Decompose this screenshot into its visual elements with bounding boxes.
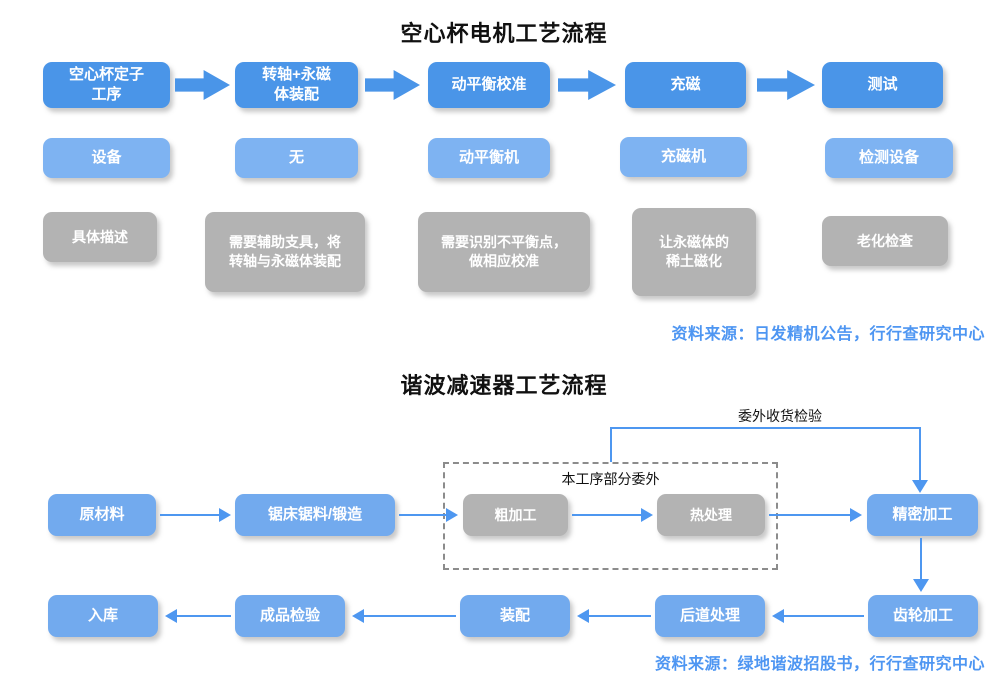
arrow-down-icon xyxy=(912,480,928,493)
block-arrow-icon xyxy=(558,70,616,100)
step-testing: 测试 xyxy=(822,62,943,108)
block-arrow-icon xyxy=(365,70,420,100)
step-magnetizing: 充磁 xyxy=(625,62,746,108)
node-sawing-forging: 锯床锯料/锻造 xyxy=(235,494,395,536)
connector-line xyxy=(610,427,612,462)
desc-shaft-magnet: 需要辅助支具，将 转轴与永磁体装配 xyxy=(205,212,365,292)
step-shaft-magnet: 转轴+永磁 体装配 xyxy=(235,62,358,108)
desc-label: 具体描述 xyxy=(43,212,157,262)
node-final-inspection: 成品检验 xyxy=(235,595,345,637)
desc-magnetizing: 让永磁体的 稀土磁化 xyxy=(632,208,756,296)
arrow-left-icon xyxy=(352,609,456,623)
connector-line xyxy=(919,427,921,481)
arrow-left-icon xyxy=(165,609,231,623)
arrow-right-icon xyxy=(399,508,458,522)
equipment-balancer: 动平衡机 xyxy=(428,138,550,178)
arrow-down-icon xyxy=(913,538,929,592)
node-rough-machining: 粗加工 xyxy=(463,494,568,536)
connector-line xyxy=(610,427,921,429)
desc-aging-check: 老化检查 xyxy=(822,216,948,266)
harmonic-flow-source: 资料来源：绿地谐波招股书，行行查研究中心 xyxy=(654,656,985,673)
equipment-test-device: 检测设备 xyxy=(825,138,953,178)
arrow-right-icon xyxy=(572,508,653,522)
equipment-label: 设备 xyxy=(43,138,170,178)
node-warehousing: 入库 xyxy=(48,595,158,637)
step-dynamic-balance: 动平衡校准 xyxy=(428,62,550,108)
block-arrow-icon xyxy=(175,70,230,100)
harmonic-flow-title: 谐波减速器工艺流程 xyxy=(400,373,608,398)
arrow-left-icon xyxy=(577,609,651,623)
equipment-none: 无 xyxy=(235,138,358,178)
step-stator-process: 空心杯定子 工序 xyxy=(43,62,170,108)
node-post-processing: 后道处理 xyxy=(655,595,765,637)
equipment-magnetizer: 充磁机 xyxy=(620,137,747,177)
arrow-right-icon xyxy=(769,508,862,522)
outsource-inspection-label: 委外收货检验 xyxy=(738,408,822,424)
arrow-right-icon xyxy=(160,508,231,522)
node-heat-treatment: 热处理 xyxy=(657,494,765,536)
motor-flow-title: 空心杯电机工艺流程 xyxy=(400,21,608,46)
node-gear-machining: 齿轮加工 xyxy=(868,595,978,637)
arrow-left-icon xyxy=(772,609,864,623)
node-precision-machining: 精密加工 xyxy=(867,494,978,536)
motor-flow-source: 资料来源：日发精机公告，行行查研究中心 xyxy=(671,326,985,343)
outsource-group-box xyxy=(443,462,778,570)
node-raw-material: 原材料 xyxy=(48,494,156,536)
node-assembly: 装配 xyxy=(460,595,570,637)
outsource-group-label: 本工序部分委外 xyxy=(561,471,660,487)
block-arrow-icon xyxy=(757,70,815,100)
desc-balance: 需要识别不平衡点， 做相应校准 xyxy=(418,212,590,292)
